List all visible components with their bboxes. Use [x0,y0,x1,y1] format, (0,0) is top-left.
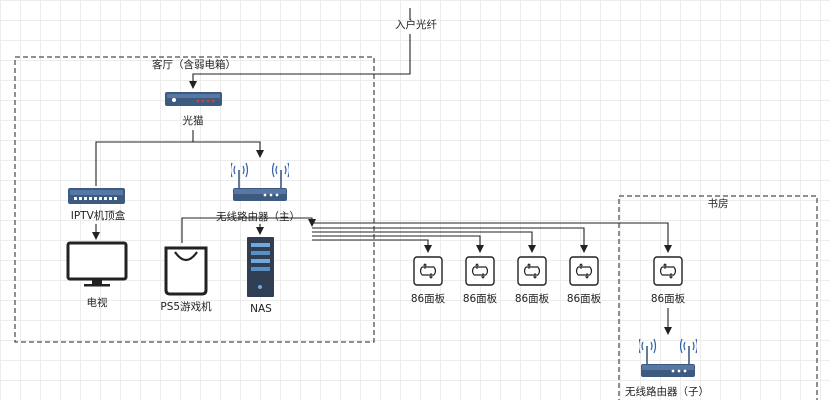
server-icon [247,237,274,297]
wall-panel-icon [517,256,547,286]
wall-panel-icon [413,256,443,286]
wire-to-panel-3 [312,231,536,253]
wifi-router-icon [639,338,697,378]
wire-to-study-panel [312,222,672,253]
wall-panel-icon [465,256,495,286]
panel-4: 86面板 [567,256,602,305]
iptv-label: IPTV机顶盒 [71,209,126,222]
monitor-icon [66,241,128,287]
wire-to-panel-1 [312,239,432,253]
fiber-in-label: 入户光纤 [395,18,437,31]
router-sub-label: 无线路由器（子） [625,385,709,398]
fiber-wire [189,34,411,89]
panel-1: 86面板 [411,256,446,305]
tv-label: 电视 [87,296,108,309]
shopping-bag-icon [164,246,208,296]
study-label: 书房 [708,197,729,210]
panel-3: 86面板 [515,256,550,305]
wall-panel-icon [569,256,599,286]
ont-branch-wire [95,141,264,186]
wire-to-panel-2 [312,235,484,253]
modem-icon [165,92,222,106]
panel-label: 86面板 [567,292,602,305]
wifi-router-icon [231,162,289,202]
study-panel: 86面板 [651,256,686,305]
wire-to-panel-4 [312,227,588,253]
panel-label: 86面板 [463,292,498,305]
nas-label: NAS [250,303,272,315]
router-ps5-wire [181,217,316,243]
switch-icon [68,188,125,204]
living-room-zone [14,56,375,343]
living-room-label: 客厅（含弱电箱） [152,58,236,71]
ont-label: 光猫 [183,114,204,127]
study-zone [618,195,818,400]
panel-2: 86面板 [463,256,498,305]
ps5-label: PS5游戏机 [160,300,212,313]
router-main-label: 无线路由器（主） [216,210,300,223]
wall-panel-icon [653,256,683,286]
panel-label: 86面板 [515,292,550,305]
panel-label: 86面板 [411,292,446,305]
study-panel-label: 86面板 [651,292,686,305]
